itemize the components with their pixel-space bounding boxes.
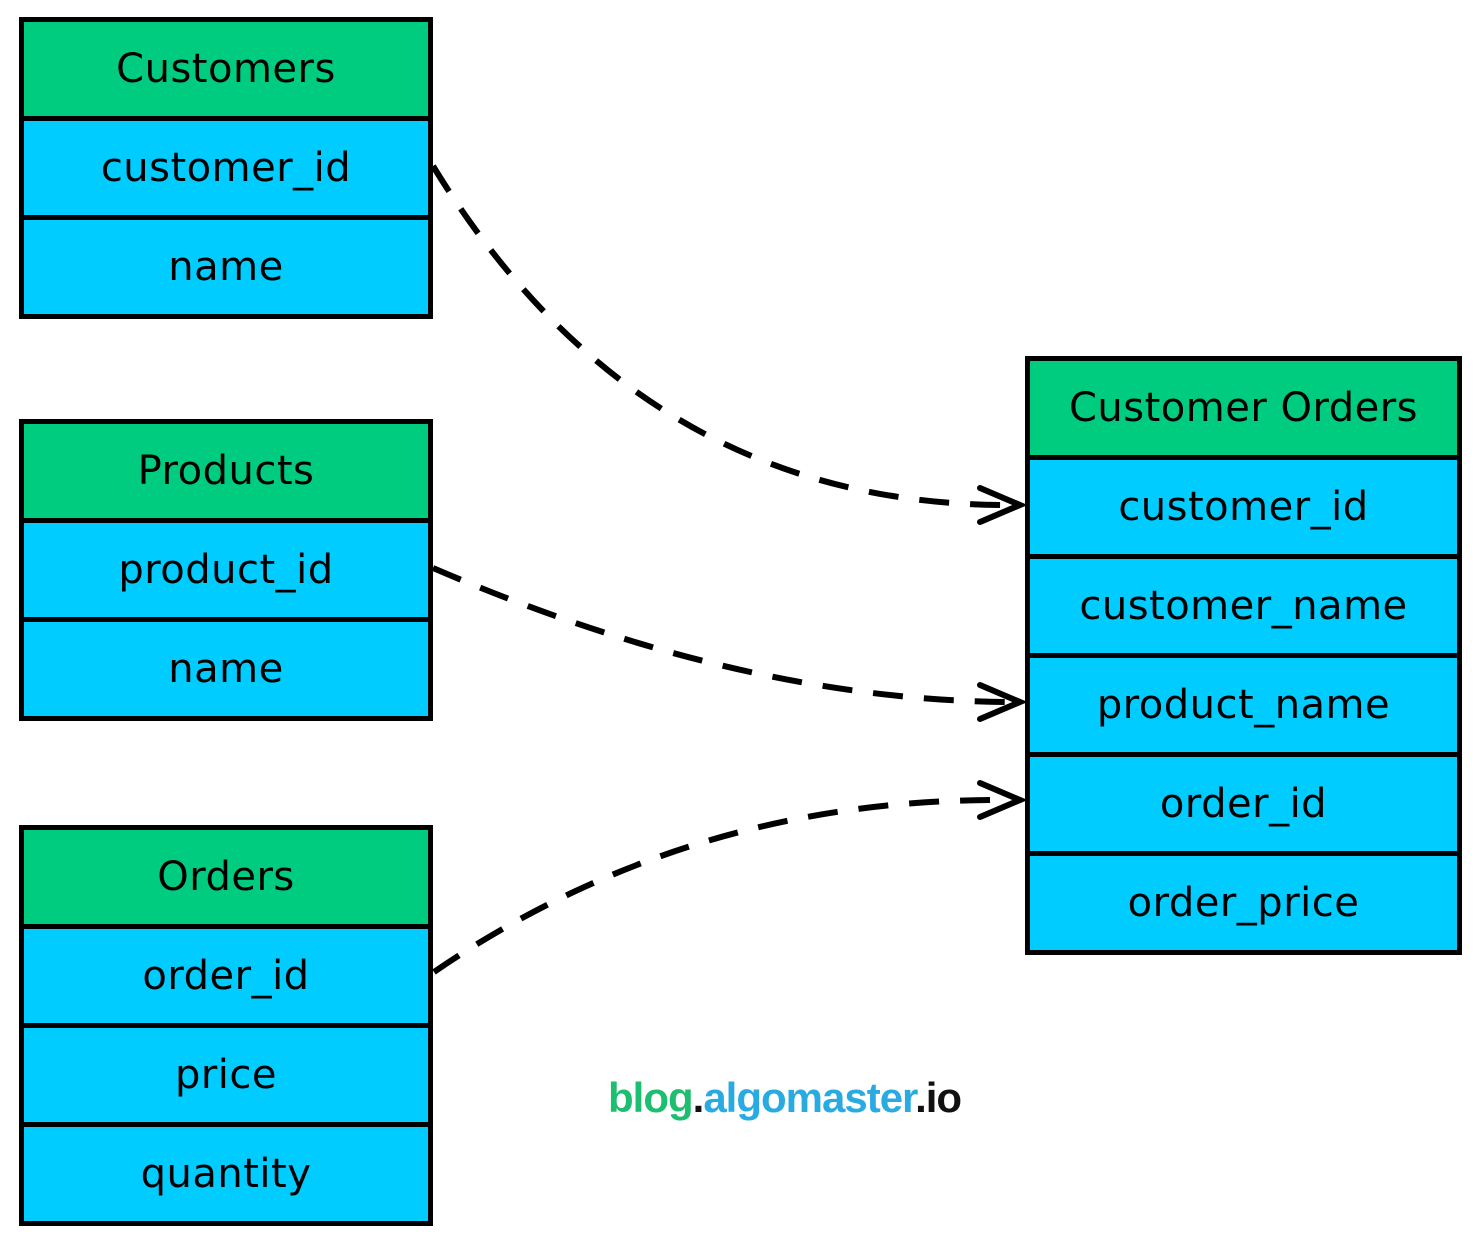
dashed-curve — [431, 565, 1009, 705]
table-customer-orders-field-customer-id: customer_id — [1030, 460, 1457, 559]
table-customers-field-name: name — [24, 220, 428, 314]
table-customer-orders-field-order-price: order_price — [1030, 856, 1457, 950]
dashed-curve — [430, 164, 1009, 508]
arrow-products-product-id — [431, 565, 1028, 722]
arrow-orders-order-id — [432, 780, 1028, 975]
table-orders-field-quantity: quantity — [24, 1127, 428, 1221]
arrow-customers-customer-id — [430, 164, 1028, 525]
arrowhead-icon — [977, 485, 1028, 525]
watermark-algomaster: algomaster — [703, 1074, 916, 1121]
dashed-curve — [432, 796, 1009, 975]
table-customer-orders-title: Customer Orders — [1030, 361, 1457, 460]
table-products-title: Products — [24, 424, 428, 523]
table-orders-title: Orders — [24, 830, 428, 929]
watermark-io: io — [925, 1074, 962, 1121]
table-products-field-product-id: product_id — [24, 523, 428, 622]
table-orders-field-price: price — [24, 1028, 428, 1127]
table-customers-title: Customers — [24, 22, 428, 121]
table-customers-field-customer-id: customer_id — [24, 121, 428, 220]
table-customer-orders-field-customer-name: customer_name — [1030, 559, 1457, 658]
watermark-dot-2: . — [915, 1074, 927, 1121]
watermark-blog: blog — [608, 1074, 694, 1121]
watermark: blog.algomaster.io — [608, 1074, 962, 1122]
table-customers: Customers customer_id name — [19, 17, 433, 319]
watermark-dot-1: . — [692, 1074, 705, 1121]
table-products: Products product_id name — [19, 419, 433, 721]
table-customer-orders-field-order-id: order_id — [1030, 757, 1457, 856]
arrowhead-icon — [977, 780, 1028, 820]
table-orders-field-order-id: order_id — [24, 929, 428, 1028]
table-customer-orders: Customer Orders customer_id customer_nam… — [1025, 356, 1462, 955]
table-products-field-name: name — [24, 622, 428, 716]
table-orders: Orders order_id price quantity — [19, 825, 433, 1226]
arrowhead-icon — [977, 682, 1028, 722]
table-customer-orders-field-product-name: product_name — [1030, 658, 1457, 757]
